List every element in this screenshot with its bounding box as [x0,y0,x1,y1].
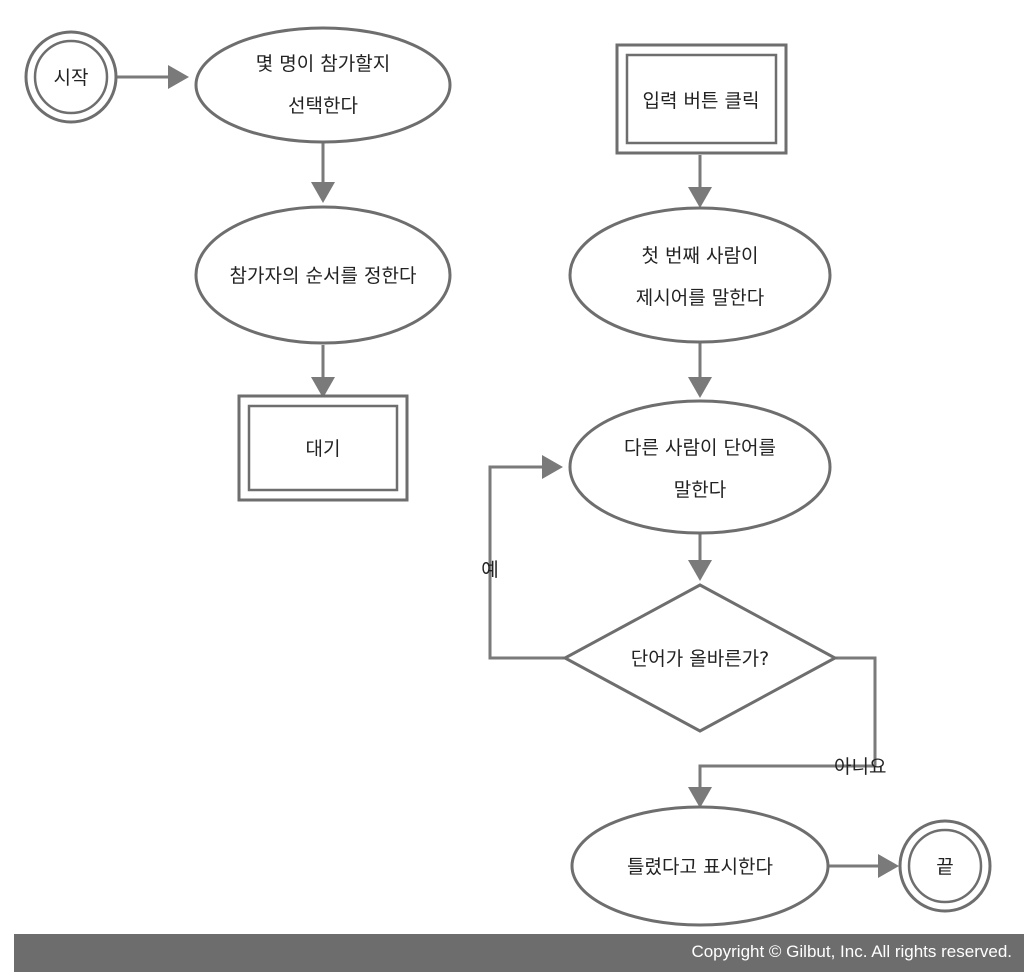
node-show-wrong-label: 틀렸다고 표시한다 [627,856,773,878]
node-show-wrong: 틀렸다고 표시한다 [570,805,830,927]
node-choose-count-label-1: 몇 명이 참가할지 [256,53,390,75]
node-first-person: 첫 번째 사람이 제시어를 말한다 [568,206,832,344]
node-start: 시작 [24,30,118,124]
node-input-click: 입력 버튼 클릭 [615,43,788,155]
node-is-correct: 단어가 올바른가? [561,583,839,733]
edges [113,65,899,878]
node-wait: 대기 [237,394,409,502]
edge-no-path [688,656,877,808]
edge-label-no: 아니요 [834,756,886,778]
node-end: 끝 [898,819,992,913]
node-end-label: 끝 [936,856,953,878]
node-wait-label: 대기 [306,438,341,460]
copyright-footer: Copyright © Gilbut, Inc. All rights rese… [14,934,1024,972]
node-start-label: 시작 [54,67,89,89]
copyright-text: Copyright © Gilbut, Inc. All rights rese… [691,942,1012,961]
node-input-click-label: 입력 버튼 클릭 [643,90,760,112]
node-is-correct-label: 단어가 올바른가? [631,648,770,670]
node-first-person-label-2: 제시어를 말한다 [636,287,764,309]
node-other-person: 다른 사람이 단어를 말한다 [568,399,832,535]
node-choose-count-label-2: 선택한다 [288,95,358,117]
node-other-person-label-1: 다른 사람이 단어를 [624,437,776,459]
node-first-person-label-1: 첫 번째 사람이 [642,245,759,267]
node-other-person-label-2: 말한다 [674,479,726,501]
edge-yes-loop [488,455,565,660]
node-set-order-label: 참가자의 순서를 정한다 [230,265,417,287]
node-choose-count: 몇 명이 참가할지 선택한다 [194,26,452,144]
node-set-order: 참가자의 순서를 정한다 [194,205,452,345]
edge-label-yes: 예 [481,559,498,581]
